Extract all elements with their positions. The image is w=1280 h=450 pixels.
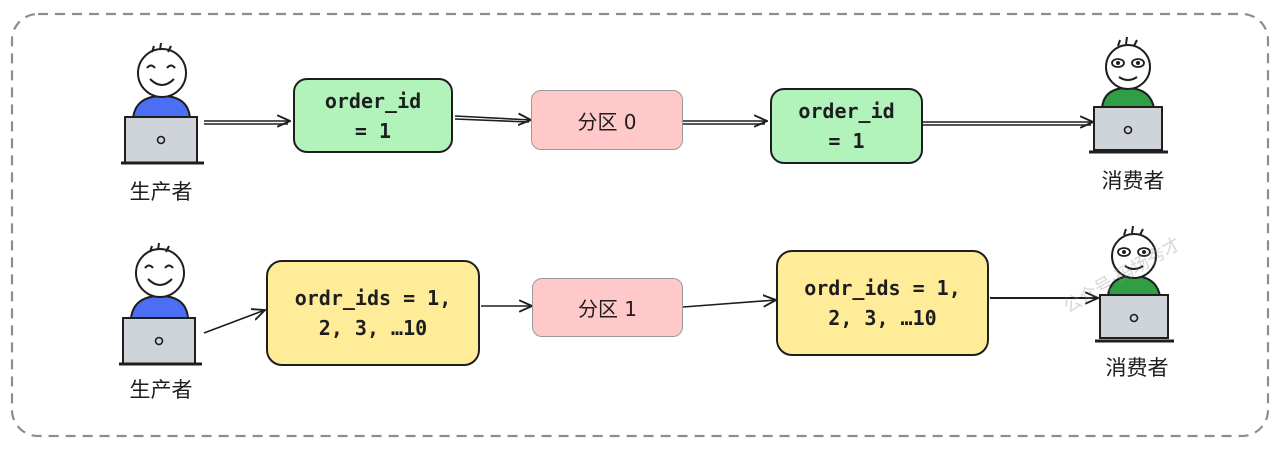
message-line: 2, 3, …10 <box>828 306 937 330</box>
message-line: ordr_ids = 1, <box>294 286 452 310</box>
row2-partition: 分区 1 <box>532 278 683 337</box>
laptop-icon <box>1093 106 1163 151</box>
partition-label: 分区 0 <box>577 109 637 134</box>
row1-message-right: order_id = 1 <box>770 88 923 164</box>
row2-producer-label: 生产者 <box>129 378 193 402</box>
laptop-icon <box>124 116 198 164</box>
message-line: order_id <box>324 88 422 113</box>
laptop-icon <box>122 317 196 365</box>
message-line: order_id <box>798 99 895 123</box>
message-line: 2, 3, …10 <box>318 316 428 340</box>
message-line: = 1 <box>354 118 392 143</box>
arrow-producer-to-message <box>203 310 265 334</box>
row1-producer-label: 生产者 <box>129 180 193 204</box>
row2-message-left: ordr_ids = 1, 2, 3, …10 <box>266 260 480 366</box>
message-line: ordr_ids = 1, <box>804 276 961 300</box>
row1-consumer-label: 消费者 <box>1101 169 1165 193</box>
consumer-person-icon <box>1089 36 1168 154</box>
row2-consumer-label: 消费者 <box>1105 356 1169 380</box>
arrow-partition-to-message <box>682 300 776 308</box>
message-line: = 1 <box>828 129 865 153</box>
producer-person-icon <box>121 42 204 165</box>
arrow-message-to-partition <box>454 116 531 120</box>
row2-arrows <box>203 298 1098 334</box>
consumer-person-icon <box>1095 225 1174 343</box>
partition-label: 分区 1 <box>577 297 638 321</box>
row1-arrows <box>204 116 1093 125</box>
row1-partition: 分区 0 <box>531 90 683 150</box>
outer-frame <box>10 12 1270 438</box>
row1-message-left: order_id = 1 <box>293 78 453 153</box>
row2-message-right: ordr_ids = 1, 2, 3, …10 <box>776 250 989 356</box>
laptop-icon <box>1099 294 1169 339</box>
producer-person-icon <box>119 242 202 366</box>
